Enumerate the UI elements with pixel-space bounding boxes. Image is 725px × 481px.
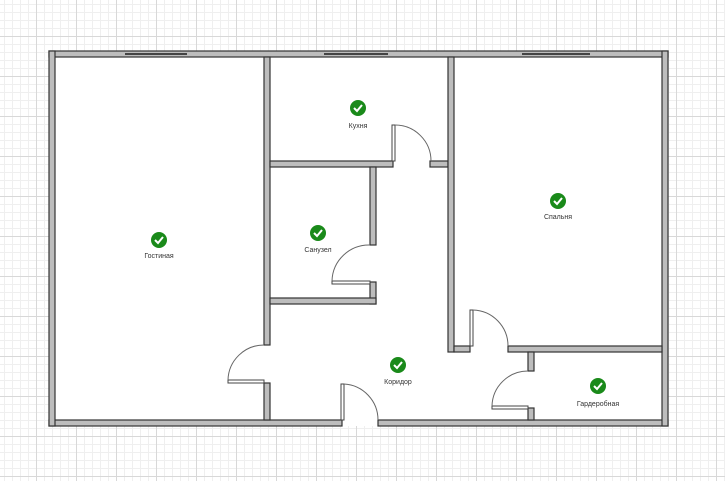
room-label: Гостиная <box>144 253 174 260</box>
wall-living-lower <box>263 382 271 421</box>
door-kitchen[interactable] <box>391 124 432 162</box>
check-circle-icon <box>350 100 366 116</box>
check-circle-icon <box>151 232 167 248</box>
wall-bedroom-bottom-left <box>453 345 471 353</box>
door-bathroom[interactable] <box>331 244 371 285</box>
room-corridor[interactable]: Коридор <box>384 357 412 386</box>
outer-wall-left <box>48 50 56 427</box>
room-label: Кухня <box>349 123 368 130</box>
check-circle-icon <box>310 225 326 241</box>
wall-kitchen-bottom-left <box>269 160 394 168</box>
wall-bathroom-right-upper <box>369 166 377 246</box>
wall-bathroom-bottom <box>269 297 377 305</box>
room-kitchen[interactable]: Кухня <box>349 100 368 130</box>
room-label: Гардеробная <box>577 400 620 408</box>
wall-wardrobe-upper <box>527 351 535 372</box>
check-circle-icon <box>590 378 606 394</box>
outer-wall-right <box>661 50 669 427</box>
outer-wall-bottom-left <box>48 419 343 427</box>
room-wardrobe[interactable]: Гардеробная <box>577 378 620 408</box>
room-label: Коридор <box>384 379 412 386</box>
door-bedroom[interactable] <box>469 309 509 347</box>
door-entrance[interactable] <box>340 383 379 421</box>
room-label: Санузел <box>304 247 331 254</box>
door-wardrobe[interactable] <box>491 370 529 410</box>
wall-wardrobe-lower <box>527 407 535 421</box>
check-circle-icon <box>390 357 406 373</box>
door-living[interactable] <box>227 344 265 384</box>
wall-bedroom-bottom-right <box>507 345 663 353</box>
check-circle-icon <box>550 193 566 209</box>
wall-kitchen-bottom-right <box>429 160 449 168</box>
wall-living-upper <box>263 56 271 346</box>
outer-wall-bottom-right <box>377 419 669 427</box>
room-label: Спальня <box>544 214 572 221</box>
room-living[interactable]: Гостиная <box>144 232 174 260</box>
room-bathroom[interactable]: Санузел <box>304 225 332 254</box>
room-bedroom[interactable]: Спальня <box>544 193 572 221</box>
wall-bedroom-left <box>447 56 455 353</box>
